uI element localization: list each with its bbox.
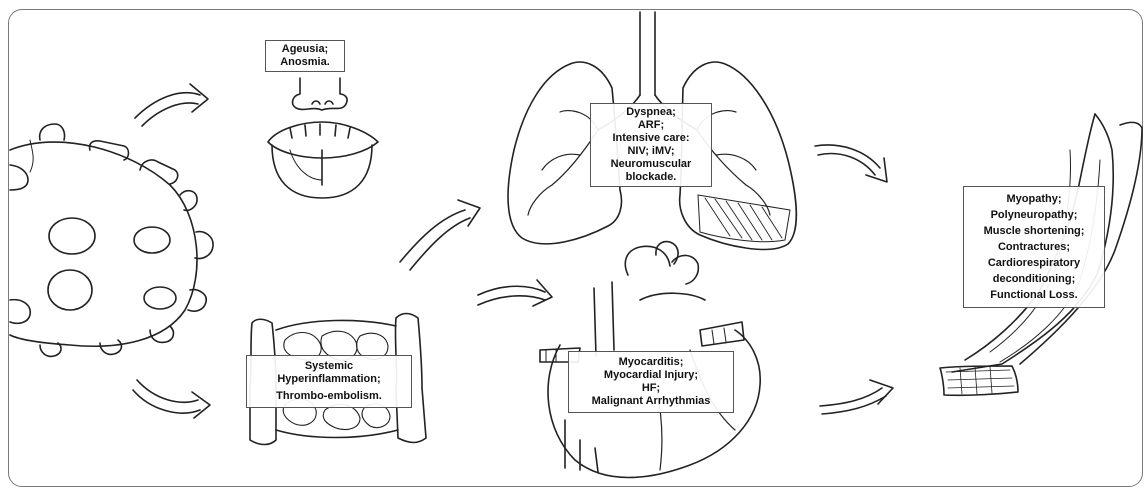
ageusia-anosmia-label: Ageusia; Anosmia. [265, 40, 345, 72]
mouth-nose-icon [268, 78, 378, 198]
arrow-icon [133, 380, 210, 418]
arrow-icon [820, 380, 893, 414]
arrow-icon [400, 200, 480, 270]
arrow-icon [815, 145, 887, 182]
arrow-icon [478, 280, 552, 306]
virus-icon [10, 124, 213, 356]
muscular-label: Myopathy; Polyneuropathy; Muscle shorten… [963, 186, 1105, 308]
arrow-icon [135, 84, 208, 126]
respiratory-label: Dyspnea; ARF; Intensive care: NIV; iMV; … [590, 103, 712, 187]
vascular-label: Systemic Hyperinflammation; Thrombo-embo… [246, 355, 412, 408]
cardiac-label: Myocarditis; Myocardial Injury; HF; Mali… [568, 351, 734, 413]
